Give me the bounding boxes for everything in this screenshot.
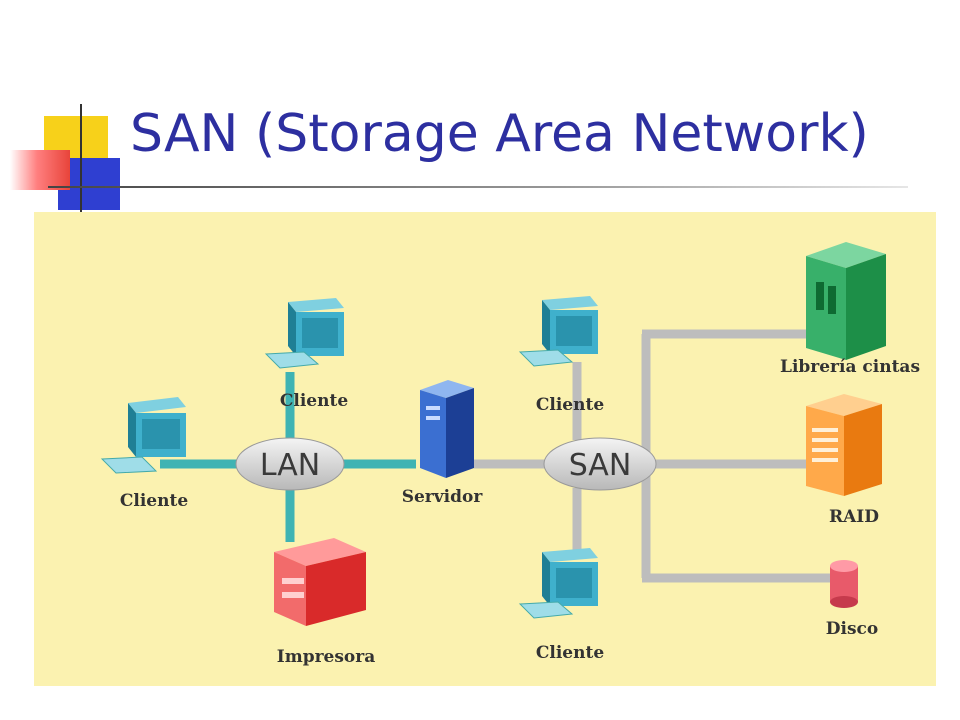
raid-icon [806, 394, 882, 496]
raid-label: RAID [829, 507, 879, 527]
san-cloud: SAN [543, 437, 657, 491]
slide-title: SAN (Storage Area Network) [130, 104, 869, 164]
diagram-canvas: LAN SAN Cliente Cliente [100, 242, 920, 667]
tape-library-icon [806, 242, 886, 360]
client-top-lan-computer-icon [264, 298, 344, 369]
client-left-computer-icon [100, 397, 186, 474]
tape-library-label: Librería cintas [780, 357, 920, 377]
client-top-lan-label: Cliente [280, 391, 348, 411]
decor-red-square [10, 150, 70, 190]
printer-icon [274, 538, 366, 626]
client-left-label: Cliente [120, 491, 188, 511]
client-top-san-label: Cliente [536, 395, 604, 415]
san-label: SAN [569, 448, 632, 483]
client-bottom-san-label: Cliente [536, 643, 604, 663]
printer-label: Impresora [277, 647, 375, 667]
client-top-san-computer-icon [518, 296, 598, 367]
lan-label: LAN [260, 448, 320, 483]
decor-vertical-line [80, 104, 82, 212]
san-diagram: LAN SAN Cliente Cliente [34, 212, 936, 686]
client-bottom-san-computer-icon [518, 548, 598, 619]
server-icon [420, 380, 474, 478]
lan-links [160, 372, 416, 542]
disk-label: Disco [826, 619, 878, 639]
server-label: Servidor [402, 487, 484, 507]
title-underline [48, 186, 908, 188]
lan-cloud: LAN [235, 437, 345, 491]
disk-icon [830, 560, 858, 608]
san-links [474, 329, 834, 583]
